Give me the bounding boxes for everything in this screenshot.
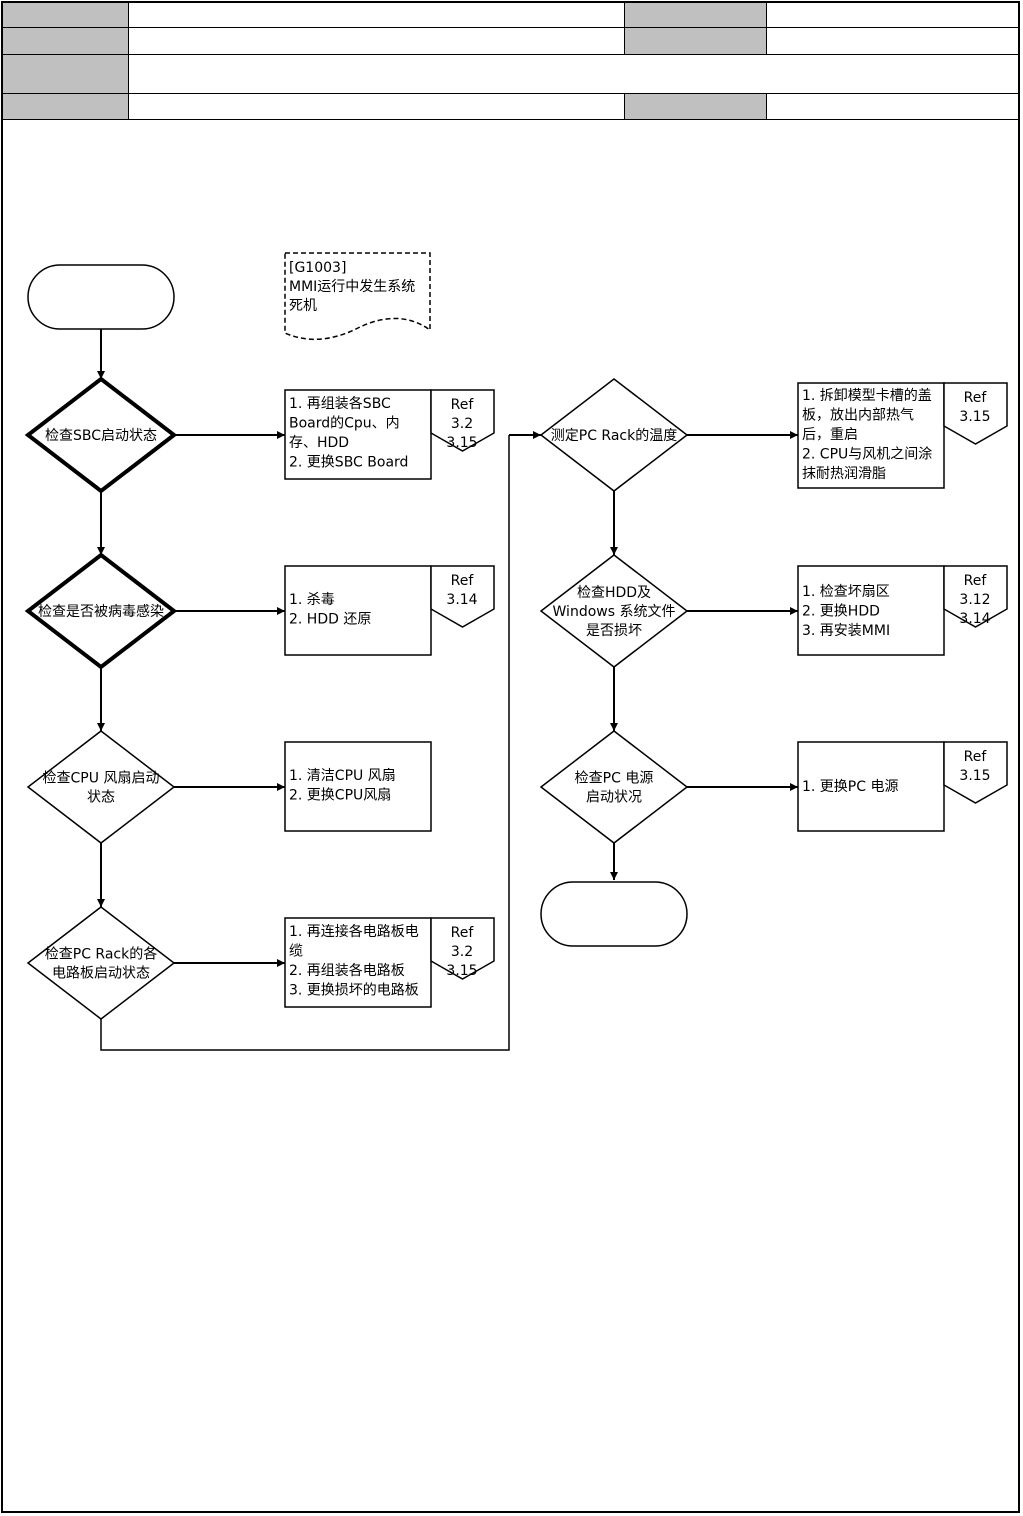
right-action-text-2-line: 1. 检查坏扇区 [802,584,890,600]
left-action-text-1-line: 2. 更换SBC Board [289,454,408,471]
right-ref-text-2-line: 3.14 [959,611,990,627]
right-decision-text-1: 测定PC Rack的温度 [551,428,677,444]
right-ref-text-2: Ref 3.12 3.14 [959,573,990,627]
right-ref-text-1: Ref 3.15 [959,390,990,425]
connector-left-to-right [100,435,510,1051]
right-decision-text-3-line: 启动状况 [586,790,642,806]
left-ref-text-4-line: 3.2 [451,944,473,960]
right-decision-text-2-line: Windows 系统文件 [553,604,676,620]
right-ref-text-2-line: Ref [964,573,988,589]
right-ref-text-2-line: 3.12 [959,592,990,608]
right-decision-text-2-line: 检查HDD及 [577,585,651,601]
left-ref-text-2: Ref 3.14 [446,573,477,608]
left-action-text-3: 1. 清洁CPU 风扇 2. 更换CPU风扇 [289,768,396,804]
right-ref-tag-1 [943,382,1008,445]
left-decision-text-1-line: 检查SBC启动状态 [45,428,157,444]
left-ref-text-1-line: Ref [451,397,475,413]
note-text-line: MMI运行中发生系统 [289,279,415,295]
left-ref-tag-1 [430,389,495,452]
right-action-text-2-line: 3. 再安装MMI [802,623,890,639]
left-action-text-3-line: 1. 清洁CPU 风扇 [289,768,396,784]
left-action-text-4-line: 1. 再连接各电路板电 [289,923,419,940]
right-action-text-1-line: 2. CPU与风机之间涂 [802,447,932,463]
end-terminator [540,881,688,947]
right-action-box-3 [797,741,945,832]
right-ref-text-3-line: 3.15 [959,768,990,784]
left-action-text-1-line: Board的Cpu、内 [289,416,400,432]
left-decision-4 [26,906,176,1020]
right-ref-text-1-line: 3.15 [959,409,990,425]
left-action-box-1 [284,389,432,480]
right-ref-text-3-line: Ref [964,749,988,765]
left-ref-tag-4 [430,917,495,980]
right-action-text-1-line: 1. 拆卸模型卡槽的盖 [802,388,932,404]
left-decision-text-2: 检查是否被病毒感染 [38,603,164,620]
right-action-text-1-line: 后，重启 [802,427,858,443]
right-ref-text-3: Ref 3.15 [959,749,990,784]
right-decision-text-2-line: 是否损坏 [586,623,642,639]
left-action-text-2-line: 1. 杀毒 [289,592,335,608]
left-ref-text-4-line: 3.15 [446,963,477,979]
left-ref-text-1: Ref 3.2 3.15 [446,397,477,451]
left-ref-text-4: Ref 3.2 3.15 [446,925,477,979]
left-decision-text-1: 检查SBC启动状态 [45,428,157,444]
left-action-text-4-line: 3. 更换损坏的电路板 [289,982,419,999]
left-decision-text-3-line: 检查CPU 风扇启动 [43,771,160,787]
note-text-line: 死机 [289,298,317,314]
right-action-box-1 [797,382,945,489]
header-value-7 [766,93,1020,120]
right-action-text-2-line: 2. 更换HDD [802,603,880,620]
left-decision-text-4-line: 电路板启动状态 [52,966,150,982]
left-ref-text-4-line: Ref [451,925,475,941]
right-action-text-1-line: 板，放出内部热气 [802,408,914,424]
left-action-box-2 [284,565,432,656]
right-decision-text-3-line: 检查PC 电源 [575,771,654,787]
header-label-2 [624,2,767,28]
left-decision-text-4-line: 检查PC Rack的各 [45,947,157,963]
right-ref-tag-3 [943,741,1008,804]
right-action-text-3-line: 1. 更换PC 电源 [802,778,898,795]
left-ref-text-2-line: Ref [451,573,475,589]
note-shape [284,252,431,341]
left-action-text-1-line: 1. 再组装各SBC [289,396,391,412]
left-ref-text-1-line: 3.15 [446,435,477,451]
left-action-text-1: 1. 再组装各SBC Board的Cpu、内存、HDD 2. 更换SBC Board [289,396,408,471]
left-action-text-1-line: 存、HDD [289,435,349,451]
left-action-text-2: 1. 杀毒 2. HDD 还原 [289,592,371,628]
left-decision-text-3-line: 状态 [87,790,115,806]
note-text-line: [G1003] [289,260,346,276]
left-action-text-2-line: 2. HDD 还原 [289,612,371,628]
right-ref-text-1-line: Ref [964,390,988,406]
right-decision-3 [539,730,689,844]
left-action-text-4-line: 2. 再组装各电路板 [289,963,405,979]
left-decision-3 [26,730,176,844]
right-action-text-2: 1. 检查坏扇区 2. 更换HDD 3. 再安装MMI [802,584,890,639]
right-action-text-3: 1. 更换PC 电源 [802,778,898,795]
right-action-text-1-line: 抹耐热润滑脂 [802,465,886,482]
header-label-6 [2,93,129,120]
left-ref-text-1-line: 3.2 [451,416,473,432]
left-action-text-3-line: 2. 更换CPU风扇 [289,787,391,804]
left-ref-tag-2 [430,565,495,628]
left-action-box-3 [284,741,432,832]
start-terminator [27,264,175,330]
left-ref-text-2-line: 3.14 [446,592,477,608]
left-action-text-4-line: 缆 [289,944,303,960]
right-action-box-2 [797,565,945,656]
right-ref-tag-2 [943,565,1008,628]
left-action-box-4 [284,917,432,1008]
header-label-5 [2,54,129,94]
left-decision-text-2-line: 检查是否被病毒感染 [38,603,164,620]
right-decision-text-1-line: 测定PC Rack的温度 [551,428,677,444]
